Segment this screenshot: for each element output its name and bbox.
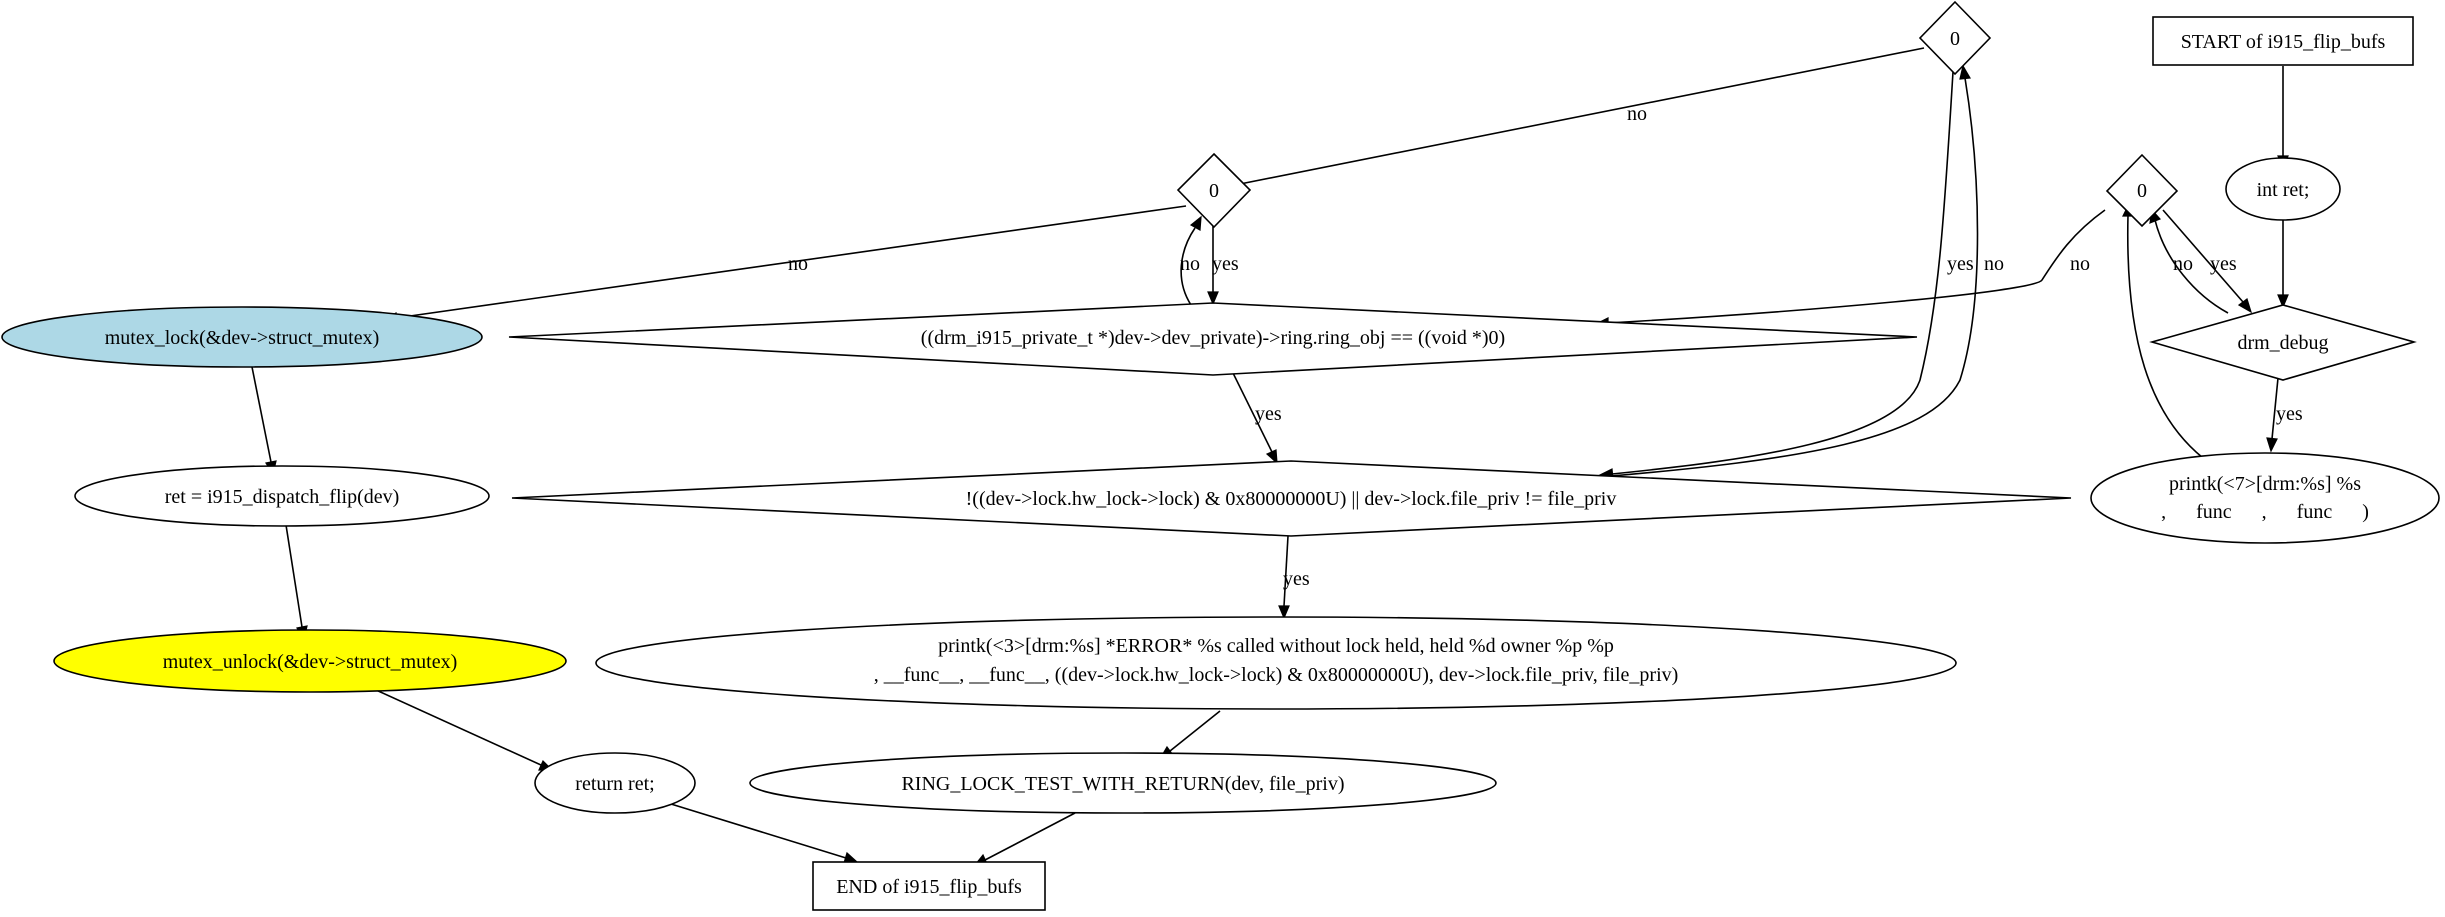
node-start[interactable]: START of i915_flip_bufs — [2152, 16, 2414, 66]
node-mutex-lock-label: mutex_lock(&dev->struct_mutex) — [105, 327, 380, 349]
node-return-ret[interactable]: return ret; — [534, 752, 696, 814]
edges — [251, 47, 2289, 866]
edge-label-yes-zero-right-to-drm-debug: yes — [2210, 253, 2237, 275]
node-dispatch-flip-label: ret = i915_dispatch_flip(dev) — [165, 486, 400, 508]
edge-zero-mid-to-ring-obj-check — [1207, 226, 1219, 306]
edge-mutex-unlock-to-return-ret — [375, 689, 554, 771]
node-zero-top[interactable]: 0 — [1918, 0, 1992, 76]
node-drm-debug-label: drm_debug — [2237, 332, 2328, 354]
node-drm-debug[interactable]: drm_debug — [2149, 304, 2417, 381]
edge-return-ret-to-end — [670, 803, 859, 864]
node-mutex-lock[interactable]: mutex_lock(&dev->struct_mutex) — [1, 306, 483, 368]
node-debug-printk-line2: , func , func ) — [2161, 501, 2369, 523]
edge-zero-top-to-zero-mid — [1216, 47, 1925, 192]
edge-drm-debug-to-debug-printk — [2266, 377, 2279, 453]
node-start-label: START of i915_flip_bufs — [2181, 31, 2386, 53]
edge-ring-obj-check-to-zero-mid — [1180, 215, 1202, 306]
edge-label-yes-ring-obj-check-to-lock-check: yes — [1255, 403, 1282, 425]
node-debug-printk-line1: printk(<7>[drm:%s] %s — [2169, 473, 2361, 495]
node-mutex-unlock-label: mutex_unlock(&dev->struct_mutex) — [163, 651, 458, 673]
edge-label-no-zero-top-to-zero-mid: no — [1627, 103, 1647, 125]
edge-ring-lock-test-to-end — [973, 812, 1076, 866]
node-zero-right-label: 0 — [2137, 180, 2147, 202]
edge-label-no-drm-debug-to-zero-right: no — [2173, 253, 2193, 275]
edge-zero-right-to-drm-debug — [2162, 209, 2253, 314]
edge-label-no-ring-obj-check-to-zero-mid: no — [1180, 253, 1200, 275]
edge-lock-check-to-error-printk — [1278, 535, 1290, 620]
node-debug-printk[interactable]: printk(<7>[drm:%s] %s , func , func ) — [2090, 452, 2440, 544]
edge-label-no-lock-check-to-zero-top: no — [1984, 253, 2004, 275]
node-mutex-unlock[interactable]: mutex_unlock(&dev->struct_mutex) — [53, 629, 567, 693]
node-lock-check[interactable]: !((dev->lock.hw_lock->lock) & 0x80000000… — [511, 460, 2072, 537]
node-ring-lock-test[interactable]: RING_LOCK_TEST_WITH_RETURN(dev, file_pri… — [749, 752, 1497, 814]
node-zero-mid[interactable]: 0 — [1176, 152, 1252, 229]
node-error-printk-line2: , __func__, __func__, ((dev->lock.hw_loc… — [874, 664, 1679, 686]
node-ring-obj-check-label: ((drm_i915_private_t *)dev->dev_private)… — [921, 327, 1505, 349]
node-ring-obj-check[interactable]: ((drm_i915_private_t *)dev->dev_private)… — [508, 302, 1918, 376]
node-zero-top-label: 0 — [1950, 28, 1960, 50]
node-zero-mid-label: 0 — [1209, 180, 1219, 202]
node-end[interactable]: END of i915_flip_bufs — [812, 861, 1046, 911]
edge-zero-top-to-lock-check — [1598, 71, 1954, 480]
edge-label-no-zero-mid-to-mutex-lock: no — [788, 253, 808, 275]
edge-label-yes-zero-mid-to-ring-obj-check: yes — [1212, 253, 1239, 275]
edge-error-printk-to-ring-lock-test — [1158, 710, 1221, 761]
node-zero-right[interactable]: 0 — [2105, 153, 2179, 228]
edge-label-yes-drm-debug-to-debug-printk: yes — [2276, 403, 2303, 425]
edge-mutex-lock-to-dispatch-flip — [251, 366, 277, 476]
node-lock-check-label: !((dev->lock.hw_lock->lock) & 0x80000000… — [966, 488, 1617, 510]
node-end-label: END of i915_flip_bufs — [836, 876, 1022, 898]
node-int-ret-label: int ret; — [2257, 179, 2310, 201]
edge-lock-check-to-zero-top — [1599, 64, 1979, 478]
edge-zero-mid-to-mutex-lock — [382, 205, 1187, 324]
edge-dispatch-flip-to-mutex-unlock — [285, 524, 308, 641]
node-ring-lock-test-label: RING_LOCK_TEST_WITH_RETURN(dev, file_pri… — [901, 773, 1344, 795]
edge-int-ret-to-drm-debug — [2277, 220, 2289, 309]
edge-ring-obj-check-to-lock-check — [1232, 372, 1278, 465]
node-error-printk[interactable]: printk(<3>[drm:%s] *ERROR* %s called wit… — [595, 616, 1957, 710]
edge-label-yes-lock-check-to-error-printk: yes — [1283, 568, 1310, 590]
node-dispatch-flip[interactable]: ret = i915_dispatch_flip(dev) — [74, 465, 490, 527]
node-int-ret[interactable]: int ret; — [2225, 157, 2341, 221]
edge-label-yes-zero-top-to-lock-check: yes — [1947, 253, 1974, 275]
edge-label-no-zero-right-to-ring-obj-check: no — [2070, 253, 2090, 275]
node-return-ret-label: return ret; — [575, 773, 654, 795]
edge-start-to-int-ret — [2277, 66, 2289, 170]
node-error-printk-line1: printk(<3>[drm:%s] *ERROR* %s called wit… — [938, 635, 1614, 657]
edge-zero-right-to-ring-obj-check — [1594, 209, 2106, 329]
edge-labels: no no no yes yes yes no no no yes yes ye… — [788, 103, 2303, 590]
